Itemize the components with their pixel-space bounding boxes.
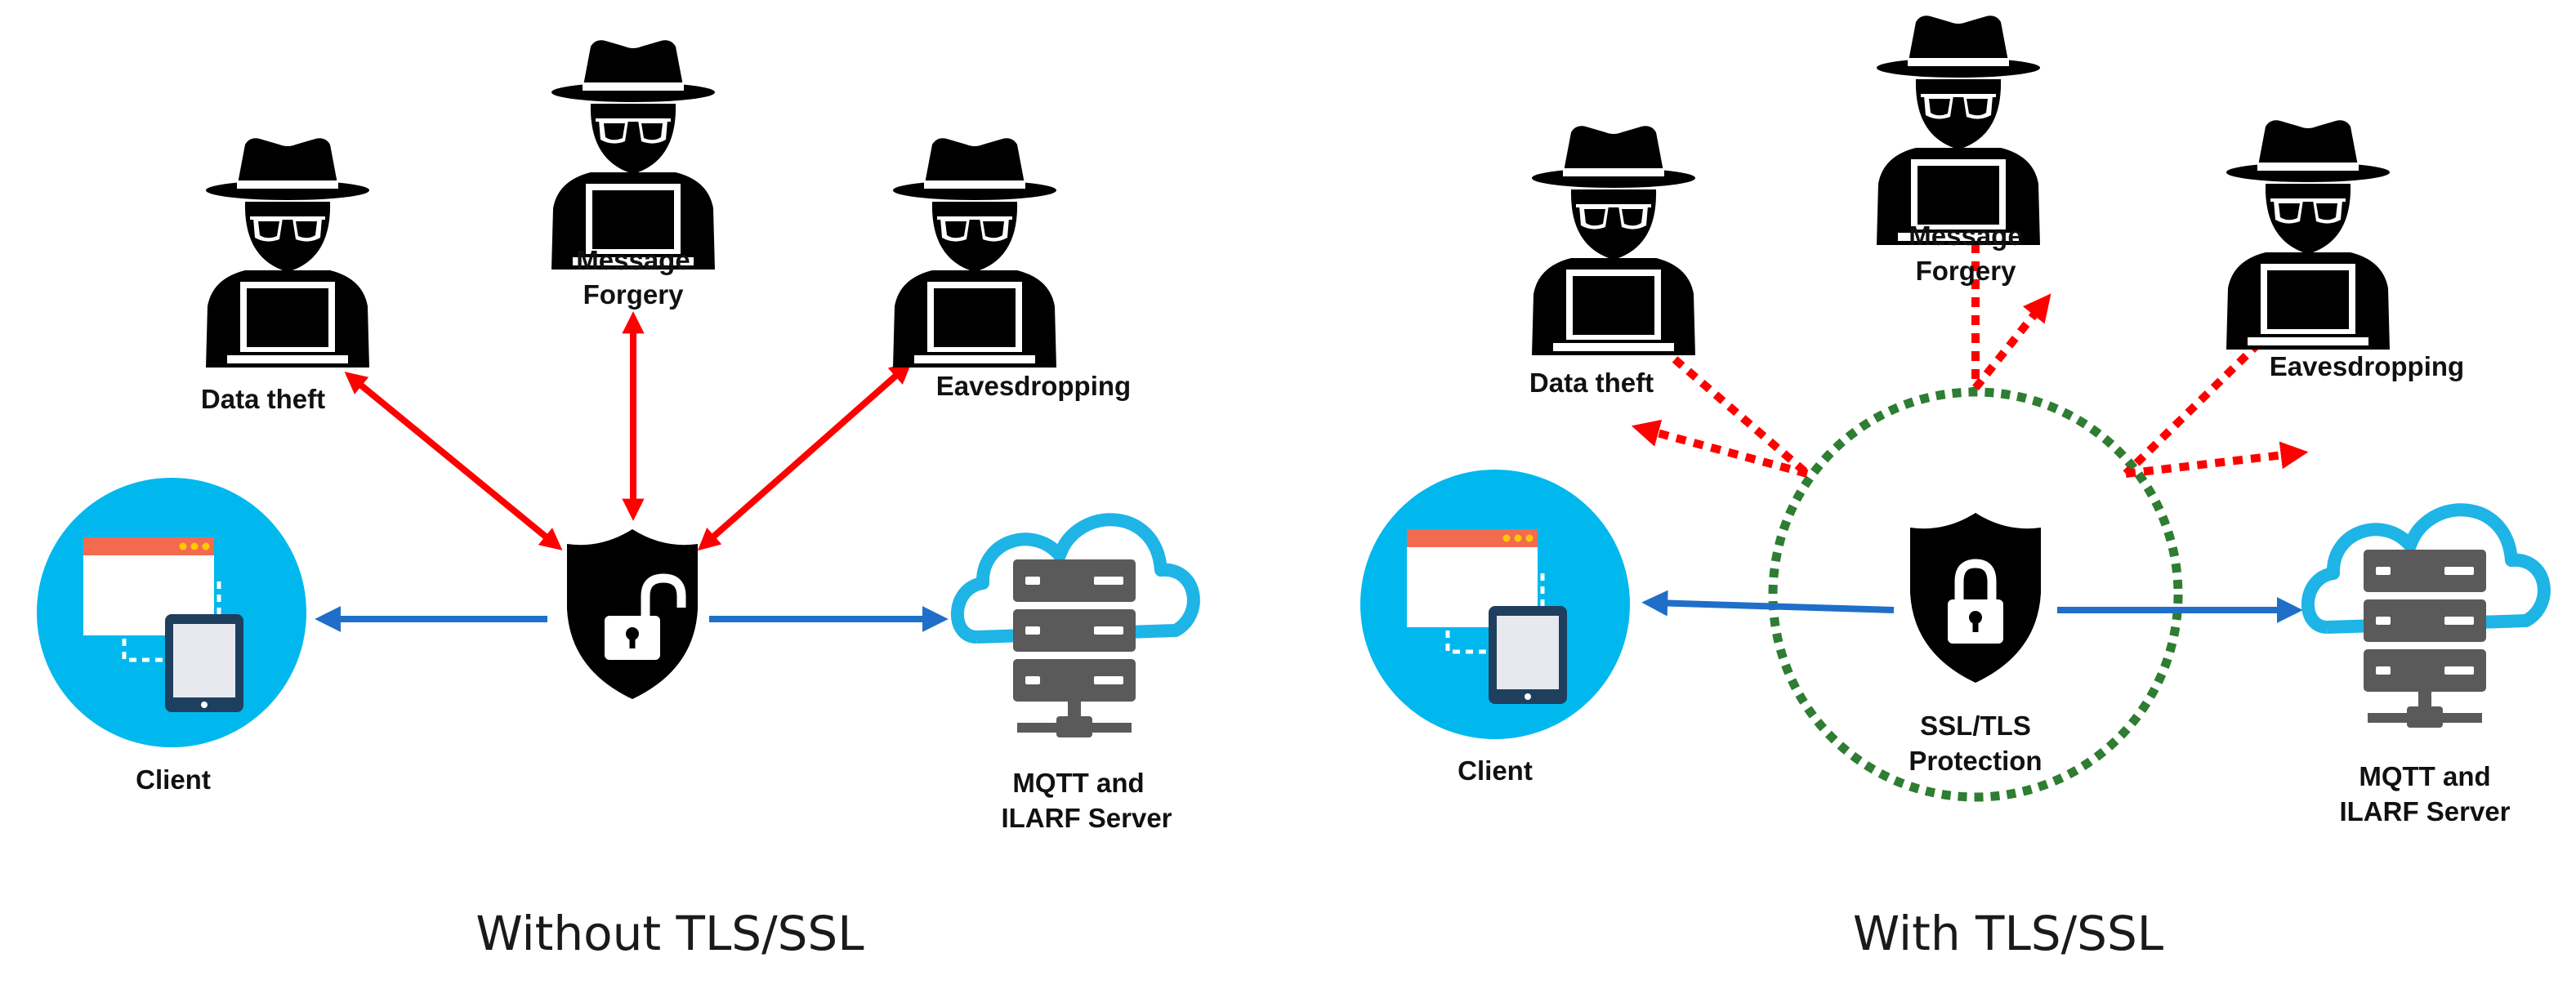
hacker-icon bbox=[1532, 126, 1695, 356]
label-client: Client bbox=[1458, 755, 1533, 786]
hacker-icon bbox=[551, 40, 715, 270]
shield-unlocked-icon bbox=[567, 529, 698, 699]
right-caption: With TLS/SSL bbox=[1853, 906, 2163, 961]
arrow-to-client bbox=[1641, 590, 1895, 617]
label-eavesdropping: Eavesdropping bbox=[2270, 351, 2464, 381]
label-server-2: ILARF Server bbox=[1001, 803, 1172, 833]
hacker-icon bbox=[2226, 120, 2390, 350]
left-attack-arrows bbox=[344, 311, 913, 551]
label-message-forgery-2: Forgery bbox=[583, 279, 685, 310]
label-server-1: MQTT and bbox=[2359, 761, 2490, 791]
client-icon bbox=[37, 478, 306, 747]
arrow-eavesdropping bbox=[697, 361, 913, 551]
client-icon bbox=[1360, 470, 1630, 739]
label-client: Client bbox=[136, 764, 211, 795]
label-message-forgery-1: Message bbox=[576, 245, 690, 275]
left-panel: Data theft Message Forgery Eavesdropping… bbox=[37, 40, 1194, 961]
arrow-data-theft bbox=[344, 372, 563, 550]
hacker-icon bbox=[893, 138, 1056, 368]
label-message-forgery-1: Message bbox=[1909, 221, 2022, 251]
label-server-1: MQTT and bbox=[1012, 768, 1144, 798]
shield-locked-icon bbox=[1910, 513, 2041, 683]
right-panel: Data theft Message Forgery Eavesdropping… bbox=[1360, 16, 2544, 961]
cloud-server-icon bbox=[2308, 510, 2544, 728]
right-deflected-attacks bbox=[1631, 243, 2309, 478]
protection-ring bbox=[1768, 387, 2183, 802]
left-caption: Without TLS/SSL bbox=[475, 906, 864, 961]
label-server-2: ILARF Server bbox=[2339, 796, 2510, 826]
label-message-forgery-2: Forgery bbox=[1916, 256, 2017, 286]
cloud-server-icon bbox=[958, 519, 1194, 737]
label-protection-1: SSL/TLS bbox=[1920, 711, 2031, 741]
hacker-icon bbox=[1877, 16, 2040, 246]
label-data-theft: Data theft bbox=[1529, 368, 1654, 398]
label-protection-2: Protection bbox=[1909, 746, 2042, 776]
label-eavesdropping: Eavesdropping bbox=[936, 371, 1131, 401]
label-data-theft: Data theft bbox=[201, 384, 325, 414]
hacker-icon bbox=[206, 138, 369, 368]
